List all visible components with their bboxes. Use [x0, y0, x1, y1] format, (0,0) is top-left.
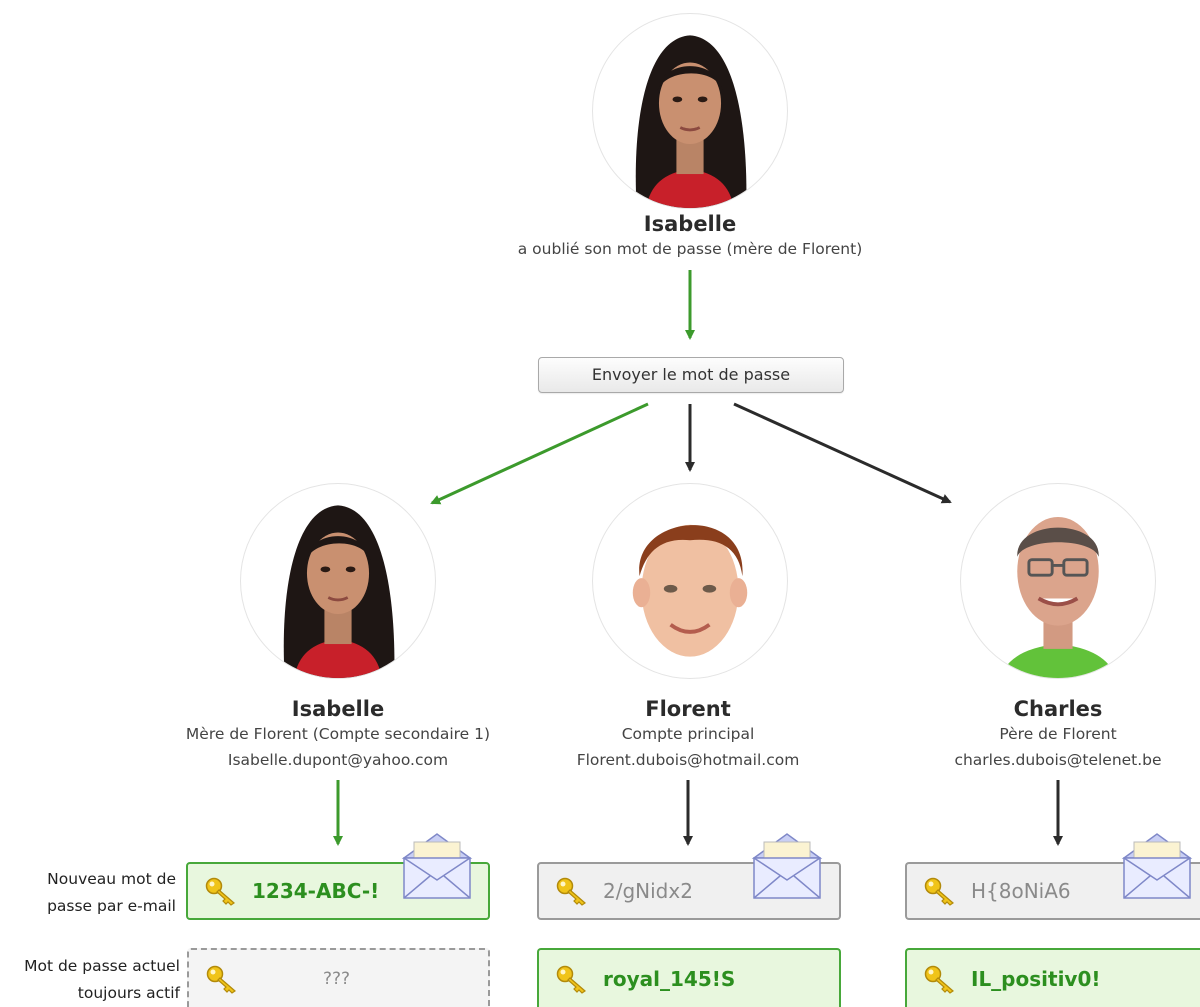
- person-email-isabelle: Isabelle.dupont@yahoo.com: [227, 751, 449, 769]
- current-password-box-charles: IL_positiv0!: [905, 948, 1200, 1007]
- person-role-florent: Compte principal: [621, 725, 755, 743]
- avatar-isabelle-top: [592, 13, 788, 209]
- person-email-charles: charles.dubois@telenet.be: [954, 751, 1162, 769]
- top-person-description: a oublié son mot de passe (mère de Flore…: [517, 240, 863, 258]
- person-name-florent: Florent: [645, 697, 731, 721]
- arrow-button-to-isabelle: [430, 402, 649, 505]
- avatar-charles: [960, 483, 1156, 679]
- row-label-new-password-2: passe par e-mail: [47, 897, 176, 915]
- current-password-box-florent: royal_145!S: [537, 948, 841, 1007]
- person-name-charles: Charles: [1013, 697, 1103, 721]
- key-icon: [924, 877, 954, 906]
- person-name-isabelle: Isabelle: [291, 697, 385, 721]
- new-password-value-charles: H{8oNiA6: [971, 879, 1071, 903]
- row-label-current-password-2: toujours actif: [77, 984, 180, 1002]
- person-role-isabelle: Mère de Florent (Compte secondaire 1): [185, 725, 491, 743]
- current-password-box-isabelle: ???: [187, 948, 490, 1007]
- envelope-icon: [751, 833, 823, 899]
- current-password-value-charles: IL_positiv0!: [971, 966, 1101, 991]
- top-person-name: Isabelle: [643, 212, 737, 236]
- new-password-value-isabelle: 1234-ABC-!: [252, 879, 380, 903]
- envelope-icon: [1121, 833, 1193, 899]
- key-icon: [924, 965, 954, 994]
- arrow-button-to-charles: [733, 402, 952, 504]
- person-email-florent: Florent.dubois@hotmail.com: [576, 751, 800, 769]
- new-password-value-florent: 2/gNidx2: [603, 879, 693, 903]
- key-icon: [206, 965, 236, 994]
- key-icon: [205, 877, 235, 906]
- key-icon: [556, 965, 586, 994]
- avatar-isabelle: [240, 483, 436, 679]
- row-label-current-password-1: Mot de passe actuel: [24, 957, 180, 975]
- key-icon: [556, 877, 586, 906]
- envelope-icon: [401, 833, 473, 899]
- avatar-florent: [592, 483, 788, 679]
- current-password-value-florent: royal_145!S: [603, 966, 736, 991]
- person-role-charles: Père de Florent: [999, 725, 1117, 743]
- row-label-new-password-1: Nouveau mot de: [47, 870, 176, 888]
- current-password-value-isabelle: ???: [323, 968, 351, 989]
- send-password-button[interactable]: Envoyer le mot de passe: [538, 357, 844, 393]
